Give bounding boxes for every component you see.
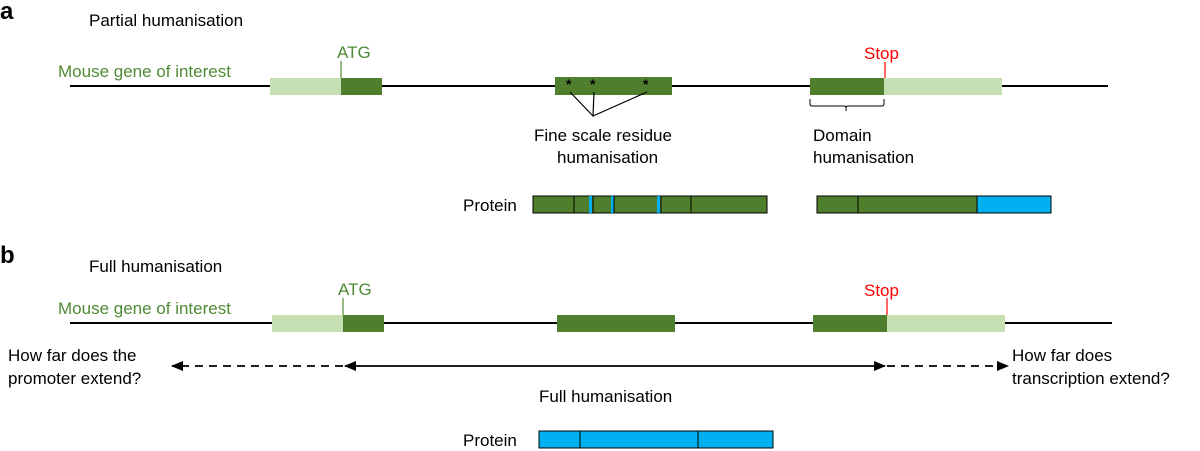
stop-label-b: Stop [864,281,899,300]
panel-a-letter: a [0,0,14,25]
promoter-question-line2: promoter extend? [8,369,141,388]
stop-label-a: Stop [864,44,899,63]
asterisk-3: * [643,76,649,92]
domain-label-line1: Domain [813,126,872,145]
atg-label-b: ATG [338,280,372,299]
human-residue-2 [611,196,614,213]
exon-2-b [557,315,675,332]
panel-a: a Partial humanisation Mouse gene of int… [0,0,1108,215]
human-residue-1 [589,196,592,213]
utr-3-b [887,315,1005,332]
fine-pointer-right [592,91,648,117]
promoter-question-line1: How far does the [8,346,137,365]
panel-b-title: Full humanisation [89,257,222,276]
panel-b-letter: b [0,242,15,269]
exon-2-a [555,77,672,95]
panel-b: b Full humanisation Mouse gene of intere… [0,242,1170,450]
protein-label-a: Protein [463,196,517,215]
asterisk-2: * [590,76,596,92]
domain-label-line2: humanisation [813,148,914,167]
protein-fine-bar [532,195,768,214]
human-residue-3 [657,196,660,213]
protein-full-human [538,430,774,449]
utr-5-b [272,315,344,332]
protein-full-bar [538,430,774,449]
full-humanisation-label: Full humanisation [539,387,672,406]
gene-label-b: Mouse gene of interest [58,299,231,318]
panel-a-title: Partial humanisation [89,11,243,30]
protein-label-b: Protein [463,431,517,450]
exon-3-b [813,315,888,332]
domain-bracket [809,99,885,111]
exon-1-b [343,315,384,332]
utr-5-a [270,78,342,95]
protein-domain [816,195,1052,214]
fine-label-line1: Fine scale residue [534,126,672,145]
protein-fine-scale [532,195,768,214]
exon-3-a [810,78,885,95]
protein-domain-mouse [816,195,978,214]
asterisk-1: * [566,76,572,92]
transcription-question-line2: transcription extend? [1012,369,1170,388]
utr-3-a [884,78,1002,95]
atg-label-a: ATG [337,43,371,62]
fine-pointer-left [569,91,595,118]
exon-1-a [341,78,382,95]
gene-label-a: Mouse gene of interest [58,62,231,81]
fine-label-line2: humanisation [557,148,658,167]
transcription-question-line1: How far does [1012,346,1112,365]
protein-domain-human [976,195,1052,214]
